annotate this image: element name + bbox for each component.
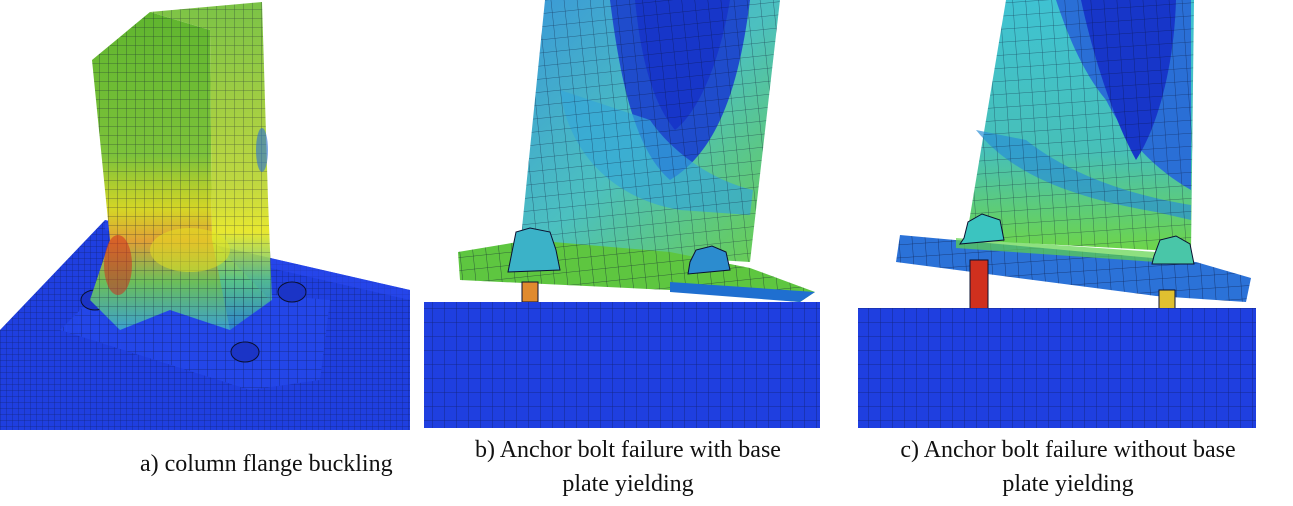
caption-b-line-1: b) Anchor bolt failure with base <box>475 437 781 463</box>
caption-b: b) Anchor bolt failure with base plate y… <box>428 433 828 501</box>
caption-c: c) Anchor bolt failure without base plat… <box>858 433 1278 501</box>
caption-a: a) column flange buckling <box>140 447 400 481</box>
anchor-bolt-failure-with-yielding-image <box>424 0 820 428</box>
panel-c-fe-model <box>856 0 1258 430</box>
panel-a-fe-model <box>0 0 410 430</box>
anchor-bolt-failure-without-yielding-image <box>858 0 1256 428</box>
column-flange-buckling-image <box>0 2 410 430</box>
caption-a-line-1: a) column flange buckling <box>140 451 393 477</box>
caption-b-line-2: plate yielding <box>562 471 694 497</box>
caption-c-line-1: c) Anchor bolt failure without base <box>900 437 1236 463</box>
panel-b-fe-model <box>420 0 825 430</box>
caption-c-line-2: plate yielding <box>1002 471 1134 497</box>
